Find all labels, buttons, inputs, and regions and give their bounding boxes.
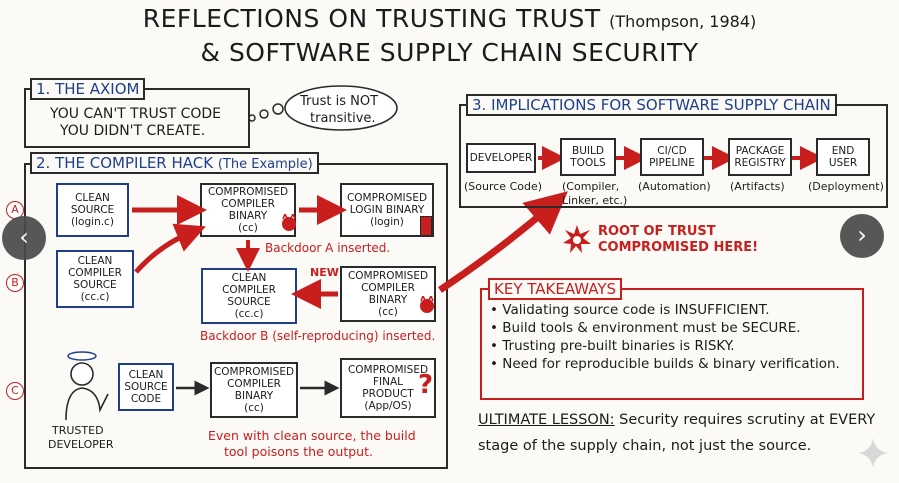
takeaway-item: • Need for reproducible builds & binary … [490, 356, 840, 372]
thought-bubble [248, 85, 398, 131]
takeaway-item: • Build tools & environment must be SECU… [490, 320, 801, 336]
door-icon [420, 216, 432, 236]
root-of-trust-line2: COMPROMISED HERE! [598, 240, 759, 255]
takeaway-item: • Validating source code is INSUFFICIENT… [490, 302, 770, 318]
chain-cicd-sub: (Automation) [638, 180, 711, 193]
lesson-line1: ULTIMATE LESSON: Security requires scrut… [478, 412, 876, 428]
chain-build-tools-sub2: Linker, etc.) [562, 194, 628, 207]
axiom-line1: YOU CAN'T TRUST CODE [50, 106, 222, 122]
axiom-label: 1. THE AXIOM [30, 78, 146, 100]
marker-c: C [6, 382, 24, 400]
c-note-line1: Even with clean source, the build [208, 428, 416, 443]
key-takeaways-box [480, 288, 864, 400]
carousel-prev-button[interactable]: ‹ [2, 216, 46, 260]
developer-label: DEVELOPER [48, 438, 114, 451]
chain-registry-sub: (Artifacts) [730, 180, 785, 193]
root-of-trust-line1: ROOT OF TRUST [598, 224, 716, 239]
page-title: REFLECTIONS ON TRUSTING TRUST (Thompson,… [142, 4, 757, 33]
lesson-line2: stage of the supply chain, not just the … [478, 438, 812, 454]
chain-end-user-sub: (Deployment) [808, 180, 884, 193]
chain-developer-box: DEVELOPER [466, 143, 536, 173]
axiom-line2: YOU DIDN'T CREATE. [60, 123, 206, 139]
bubble-line1: Trust is NOT [300, 94, 379, 109]
trusted-label: TRUSTED [52, 424, 104, 437]
c-note-line2: tool poisons the output. [224, 444, 373, 459]
implications-label: 3. IMPLICATIONS FOR SOFTWARE SUPPLY CHAI… [466, 94, 837, 116]
takeaway-item: • Trusting pre-built binaries is RISKY. [490, 338, 735, 354]
bubble-line2: transitive. [310, 111, 376, 126]
carousel-next-button[interactable]: › [840, 214, 884, 258]
key-takeaways-label: KEY TAKEAWAYS [488, 278, 623, 300]
compiler-hack-label: 2. THE COMPILER HACK (The Example) [30, 152, 319, 174]
b-backdoor-note: Backdoor B (self-reproducing) inserted. [200, 329, 436, 343]
devil-icon [282, 214, 296, 231]
trusted-developer-figure [65, 351, 109, 421]
page-subtitle: & SOFTWARE SUPPLY CHAIN SECURITY [200, 38, 699, 67]
marker-b: B [6, 274, 24, 292]
sparkle-icon [858, 438, 888, 468]
question-mark-icon: ? [418, 370, 434, 400]
chain-build-tools-sub1: (Compiler, [562, 180, 620, 193]
chain-developer-sub: (Source Code) [464, 180, 543, 193]
takeaways-list: • Validating source code is INSUFFICIENT… [490, 300, 856, 374]
devil-icon [420, 296, 434, 313]
a-backdoor-note: Backdoor A inserted. [265, 241, 391, 255]
explosion-icon [563, 225, 591, 253]
b-new-label: NEW [310, 266, 339, 279]
